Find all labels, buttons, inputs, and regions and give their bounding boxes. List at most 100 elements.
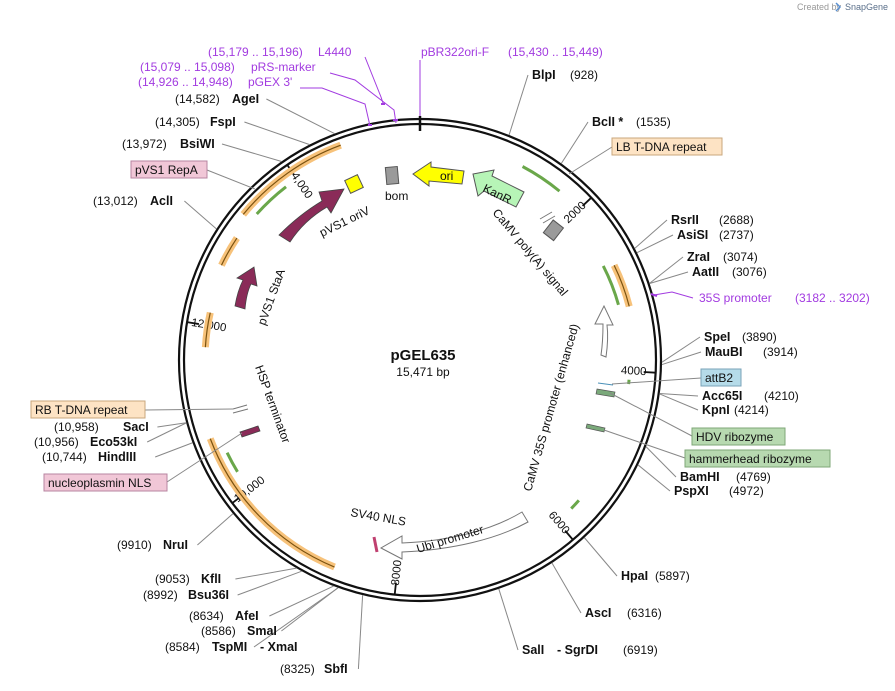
site-connector <box>659 393 699 411</box>
site-name: BsiWI <box>180 137 215 151</box>
restriction-site[interactable]: AclI(13,012) <box>93 194 217 230</box>
orf-band-line <box>220 237 238 266</box>
site-position: (2688) <box>719 213 754 227</box>
restriction-site[interactable]: AfeI (8634) <box>189 585 334 623</box>
restriction-site[interactable]: FspI (14,305) <box>155 115 310 146</box>
restriction-site[interactable]: AscI(6316) <box>551 562 662 620</box>
restriction-site[interactable]: Bsu36I(8992) <box>143 570 302 602</box>
site-name: RsrII <box>671 213 699 227</box>
restriction-site[interactable]: SpeI(3890) <box>661 330 777 363</box>
restriction-site[interactable]: SbfI(8325) <box>280 595 364 676</box>
plasmid-length: 15,471 bp <box>396 365 450 379</box>
restriction-site[interactable]: BlpI(928) <box>508 68 598 136</box>
orf-band-line <box>613 265 630 307</box>
site-name: SbfI <box>324 662 348 676</box>
gene-line <box>601 265 620 306</box>
site-connector <box>636 234 674 254</box>
restriction-site[interactable]: AgeI(14,582) <box>175 92 335 135</box>
site-connector <box>155 442 193 458</box>
site-name: BamHI <box>680 470 720 484</box>
feature-camv-35s-promoter[interactable]: CaMV 35S promoter (enhanced) <box>520 304 614 493</box>
restriction-site[interactable]: SalI <box>498 588 544 657</box>
restriction-site[interactable]: PspXI (4972) <box>637 464 764 498</box>
restriction-site[interactable]: - SgrDI(6919) <box>557 643 658 657</box>
feature-pvs1-repa-arrow[interactable] <box>278 188 345 243</box>
site-connector <box>659 393 699 397</box>
restriction-site[interactable]: AatII(3076) <box>649 265 767 284</box>
feature-label: HSP terminator <box>252 363 293 445</box>
restriction-site[interactable]: KflI(9053) <box>155 567 297 586</box>
primer-name: pBR322ori-F <box>421 45 489 59</box>
site-position: (10,958) <box>54 420 99 434</box>
primer-position: (15,079 .. 15,098) <box>140 60 235 74</box>
restriction-site[interactable]: KpnI(4214) <box>659 393 769 417</box>
site-connector <box>266 98 335 135</box>
site-position: (3074) <box>723 250 758 264</box>
site-position: (8634) <box>189 609 224 623</box>
feature-bom[interactable]: bom <box>384 165 408 203</box>
restriction-site[interactable]: BsiWI(13,972) <box>122 137 282 162</box>
site-name: - XmaI <box>260 640 298 654</box>
site-connector <box>244 121 310 146</box>
site-name: HindIII <box>98 450 136 464</box>
label-rb-tdna-repeat[interactable]: RB T-DNA repeat <box>30 400 234 419</box>
label-hdv-ribozyme[interactable]: HDV ribozyme <box>609 392 786 446</box>
site-connector <box>157 422 187 428</box>
site-position: (4972) <box>729 484 764 498</box>
site-position: (14,305) <box>155 115 200 129</box>
site-position: (9910) <box>117 538 152 552</box>
primer-pgex3[interactable]: (14,926 .. 14,948) pGEX 3' <box>138 75 372 127</box>
primer-name: 35S promoter <box>699 291 772 305</box>
site-position: (3914) <box>763 345 798 359</box>
snapgene-brand-text: SnapGene <box>845 2 888 12</box>
site-connector <box>269 585 334 617</box>
restriction-site[interactable]: ZraI(3074) <box>649 250 758 284</box>
feature-ori[interactable]: ori <box>412 161 465 187</box>
restriction-site[interactable]: SacI (10,958) <box>54 420 187 434</box>
label-hammerhead-ribozyme[interactable]: hammerhead ribozyme <box>603 429 831 468</box>
restriction-site[interactable]: SmaI(8586) <box>201 587 339 638</box>
site-position: (4210) <box>764 389 799 403</box>
label-attb2[interactable]: attB2 <box>611 368 742 387</box>
restriction-site[interactable]: BamHI(4769) <box>645 446 771 484</box>
label-nucleoplasmin-nls[interactable]: nucleoplasmin NLS <box>43 432 243 492</box>
label-lb-tdna-repeat[interactable]: LB T-DNA repeat <box>568 137 723 175</box>
restriction-site[interactable]: - XmaI <box>260 640 298 654</box>
site-name: AfeI <box>235 609 259 623</box>
restriction-site[interactable]: Acc65I(4210) <box>659 389 799 403</box>
site-name: SacI <box>123 420 149 434</box>
orf-band-line <box>204 312 211 348</box>
feature-hsp-terminator[interactable]: HSP terminator <box>232 363 293 445</box>
restriction-site[interactable]: Eco53kI(10,956) <box>34 422 187 449</box>
primer-pbr322ori-f[interactable]: pBR322ori-F (15,430 .. 15,449) <box>419 45 603 116</box>
snapgene-branding: Created by SnapGene <box>797 2 888 12</box>
primer-prs-marker[interactable]: (15,079 .. 15,098) pRS-marker <box>140 60 398 124</box>
site-position: (13,012) <box>93 194 138 208</box>
feature-label: bom <box>385 189 408 203</box>
restriction-site[interactable]: RsrII (2688) <box>634 213 754 249</box>
site-connector <box>253 587 339 648</box>
restriction-site[interactable]: BclI *(1535) <box>560 115 671 164</box>
primer-position: (15,179 .. 15,196) <box>208 45 303 59</box>
site-connector <box>237 570 302 596</box>
restriction-site[interactable]: HpaI(5897) <box>583 537 690 583</box>
site-name: FspI <box>210 115 236 129</box>
feature-camv-polya[interactable]: CaMV poly(A) signal <box>490 206 571 299</box>
restriction-site[interactable]: HindIII(10,744) <box>42 442 193 464</box>
feature-pvs1-staa[interactable]: pVS1 StaA <box>234 266 288 327</box>
primer-position: (15,430 .. 15,449) <box>508 45 603 59</box>
restriction-site[interactable]: TspMI(8584) <box>165 587 339 654</box>
site-name: PspXI <box>674 484 709 498</box>
feature-label: CaMV poly(A) signal <box>490 206 571 299</box>
site-name: MauBI <box>705 345 743 359</box>
restriction-site[interactable]: AsiSI(2737) <box>636 228 754 254</box>
feature-label: SV40 NLS <box>349 505 407 529</box>
primer-35s-promoter[interactable]: 35S promoter (3182 .. 3202) <box>650 291 870 305</box>
restriction-site[interactable]: NruI(9910) <box>117 513 234 552</box>
site-position: (4214) <box>734 403 769 417</box>
restriction-site[interactable]: MauBI (3914) <box>661 345 798 366</box>
feature-kanr[interactable]: KanR <box>472 169 525 208</box>
tick-mark <box>643 371 656 374</box>
label-pvs1-repa[interactable]: pVS1 RepA <box>130 160 256 190</box>
site-name: Bsu36I <box>188 588 229 602</box>
